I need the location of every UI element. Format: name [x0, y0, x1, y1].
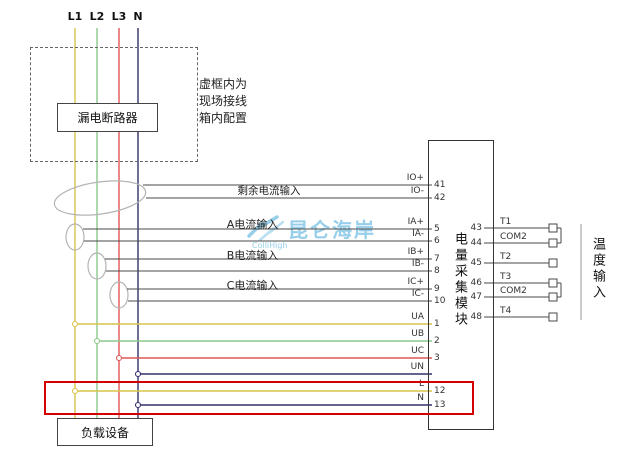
- pin-label-uc: UC: [411, 346, 424, 356]
- pin-num-3: 3: [434, 353, 440, 363]
- power-acquisition-module-label: 电量采集模块: [452, 232, 467, 328]
- pin-num-6: 6: [434, 236, 440, 246]
- pin-num-13: 13: [434, 400, 446, 410]
- pin-label-ia-plus: IA+: [407, 217, 424, 227]
- pin-num-5: 5: [434, 224, 440, 234]
- phase-c-current-input-label: C电流输入: [226, 279, 279, 292]
- pin-label-ib-minus: IB-: [411, 259, 424, 269]
- residual-current-input-label: 剩余电流输入: [237, 185, 301, 197]
- pin-num-43: 43: [470, 223, 482, 233]
- field-wiring-dashed-box: [30, 47, 198, 162]
- pin-label-t1: T1: [500, 217, 512, 227]
- pin-num-1: 1: [434, 319, 440, 329]
- highlight-rectangle: [44, 381, 474, 415]
- pin-num-44: 44: [470, 238, 482, 248]
- pin-num-8: 8: [434, 266, 440, 276]
- pin-num-41: 41: [434, 180, 446, 190]
- pin-label-ua: UA: [411, 312, 424, 322]
- pin-label-io-minus: IO-: [410, 186, 424, 196]
- temperature-input-label: 温度输入: [590, 237, 605, 301]
- phase-label-l2: L2: [89, 10, 105, 23]
- pin-label-ic-minus: IC-: [411, 289, 424, 299]
- pin-label-l: L: [418, 379, 424, 389]
- pin-num-9: 9: [434, 284, 440, 294]
- field-config-note: 虚框内为 现场接线 箱内配置: [199, 77, 248, 125]
- voltage-wires: [75, 323, 432, 406]
- pin-num-10: 10: [434, 296, 446, 306]
- pin-num-42: 42: [434, 193, 446, 203]
- pin-num-48: 48: [470, 312, 482, 322]
- phase-a-current-input-label: A电流输入: [226, 218, 279, 231]
- pin-label-t2: T2: [500, 252, 512, 262]
- pin-num-47: 47: [470, 292, 482, 302]
- pin-label-ib-plus: IB+: [407, 247, 424, 257]
- pin-label-un: UN: [410, 362, 424, 372]
- pin-num-12: 12: [434, 386, 446, 396]
- pin-num-2: 2: [434, 336, 440, 346]
- watermark-latin-text: ColliHigh: [252, 241, 288, 250]
- leakage-breaker-label: 漏电断路器: [77, 111, 138, 125]
- pin-label-t4: T4: [500, 306, 512, 316]
- collihigh-watermark: 昆仑海岸 ColliHigh: [246, 214, 376, 250]
- phase-b-current-input-label: B电流输入: [226, 249, 279, 262]
- pin-label-com2-b: COM2: [500, 286, 527, 296]
- load-device-box: 负载设备: [57, 418, 153, 446]
- phase-label-n: N: [133, 10, 143, 23]
- pin-label-com2-a: COM2: [500, 232, 527, 242]
- load-device-label: 负载设备: [80, 425, 129, 440]
- pin-label-n: N: [417, 393, 424, 403]
- leakage-breaker-box: 漏电断路器: [57, 103, 158, 132]
- ct-secondary-wires: [83, 184, 432, 302]
- temperature-wires: [484, 223, 582, 322]
- watermark-brand-text: 昆仑海岸: [288, 218, 376, 242]
- pin-label-ub: UB: [411, 329, 424, 339]
- pin-num-45: 45: [470, 258, 482, 268]
- pin-num-7: 7: [434, 254, 440, 264]
- pin-num-46: 46: [470, 278, 482, 288]
- power-acquisition-module-box: [428, 140, 494, 430]
- pin-label-ic-plus: IC+: [407, 277, 424, 287]
- pin-label-ia-minus: IA-: [412, 229, 424, 239]
- tap-junction-dots: [71, 320, 142, 409]
- phase-label-l1: L1: [67, 10, 83, 23]
- pin-label-t3: T3: [500, 272, 512, 282]
- phase-label-l3: L3: [111, 10, 127, 23]
- phase-wires: [74, 28, 139, 418]
- pin-label-io-plus: IO+: [406, 173, 424, 183]
- current-transformers: [53, 180, 147, 309]
